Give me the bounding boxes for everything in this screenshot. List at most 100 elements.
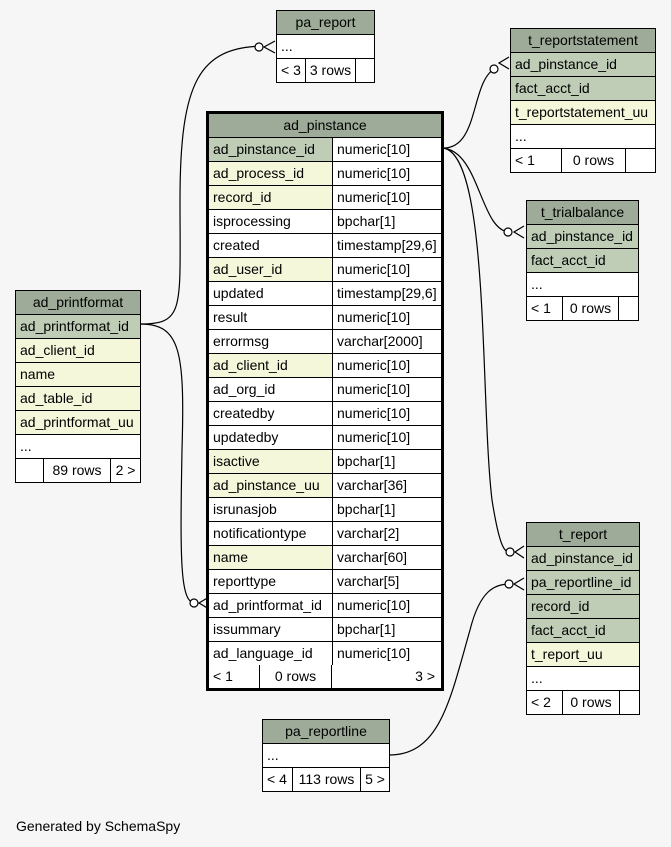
column-row[interactable]: ad_client_id bbox=[16, 339, 140, 363]
column-name: t_reportstatement_uu bbox=[515, 104, 649, 120]
crowfoot-circle bbox=[504, 579, 514, 589]
child-count[interactable] bbox=[618, 297, 638, 320]
column-name: ad_pinstance_id bbox=[515, 56, 617, 72]
parent-count[interactable]: < 2 bbox=[531, 694, 551, 710]
child-count[interactable]: 3 > bbox=[331, 665, 441, 688]
column-row[interactable]: fact_acct_id bbox=[527, 249, 638, 273]
table-title: ad_pinstance bbox=[209, 114, 441, 138]
column-row[interactable]: fact_acct_id bbox=[527, 619, 639, 643]
column-name: pa_reportline_id bbox=[531, 574, 632, 590]
column-row[interactable]: ... bbox=[527, 667, 639, 691]
child-count[interactable] bbox=[625, 149, 655, 172]
crowfoot-arrow bbox=[512, 577, 525, 591]
column-name: updatedby bbox=[209, 426, 332, 449]
column-name: ad_pinstance_id bbox=[531, 228, 633, 244]
column-name: errormsg bbox=[209, 330, 332, 353]
column-type: bpchar[1] bbox=[332, 498, 441, 521]
row-count: 0 rows bbox=[562, 691, 619, 714]
column-row[interactable]: name bbox=[16, 363, 140, 387]
table-title: t_trialbalance bbox=[527, 201, 638, 225]
column-type: numeric[10] bbox=[332, 306, 441, 329]
column-row[interactable]: ad_printformat_uu bbox=[16, 411, 140, 435]
edge-t_trialbalance-ad_pinstance bbox=[441, 147, 511, 233]
column-row[interactable]: ... bbox=[277, 35, 374, 59]
table-footer: 89 rows 2 > bbox=[16, 459, 140, 482]
table-footer: < 1 0 rows bbox=[511, 149, 655, 172]
column-row[interactable]: ad_table_id bbox=[16, 387, 140, 411]
child-count[interactable]: 2 > bbox=[110, 459, 140, 482]
parent-count[interactable]: < 3 bbox=[281, 62, 301, 78]
column-row[interactable]: record_id bbox=[527, 595, 639, 619]
column-name: isrunasjob bbox=[209, 498, 332, 521]
column-row[interactable]: ... bbox=[527, 273, 638, 297]
table-pa_report[interactable]: pa_report ... < 3 3 rows bbox=[276, 10, 375, 83]
column-row[interactable]: t_reportstatement_uu bbox=[511, 101, 655, 125]
column-row[interactable]: ad_printformat_id bbox=[16, 315, 140, 339]
parent-count[interactable]: < 1 bbox=[515, 152, 535, 168]
table-pa_reportline[interactable]: pa_reportline ... < 4 113 rows 5 > bbox=[262, 719, 390, 792]
row-count: 3 rows bbox=[305, 59, 355, 82]
column-name: record_id bbox=[531, 598, 590, 614]
parent-count[interactable]: < 4 bbox=[267, 771, 287, 787]
child-count[interactable]: 5 > bbox=[360, 768, 389, 791]
column-name: ... bbox=[20, 438, 32, 454]
column-row[interactable]: ad_pinstance_id bbox=[527, 547, 639, 571]
column-name: ad_printformat_id bbox=[20, 318, 129, 334]
column-row[interactable]: t_report_uu bbox=[527, 643, 639, 667]
column-name: isprocessing bbox=[209, 210, 332, 233]
child-count[interactable] bbox=[355, 59, 374, 82]
child-count[interactable] bbox=[619, 691, 639, 714]
column-name: ad_printformat_id bbox=[209, 594, 332, 617]
table-t_trialbalance[interactable]: t_trialbalance ad_pinstance_id fact_acct… bbox=[526, 200, 639, 321]
column-row[interactable]: pa_reportline_id bbox=[527, 571, 639, 595]
parent-count[interactable]: < 1 bbox=[213, 668, 233, 684]
parent-count[interactable]: < 1 bbox=[531, 300, 551, 316]
table-t_report[interactable]: t_report ad_pinstance_id pa_reportline_i… bbox=[526, 522, 640, 715]
column-name: name bbox=[209, 546, 332, 569]
column-name: name bbox=[20, 366, 56, 382]
column-name: created bbox=[209, 234, 332, 257]
parent-count[interactable] bbox=[16, 459, 43, 482]
column-type: varchar[5] bbox=[332, 570, 441, 593]
crowfoot-arrow bbox=[513, 545, 525, 559]
column-type: numeric[10] bbox=[332, 642, 441, 665]
table-ad_printformat[interactable]: ad_printformat ad_printformat_id ad_clie… bbox=[15, 290, 141, 483]
table-footer: < 4 113 rows 5 > bbox=[263, 768, 389, 791]
column-row[interactable]: ... bbox=[263, 744, 389, 768]
column-name: ... bbox=[281, 38, 293, 54]
table-footer: < 2 0 rows bbox=[527, 691, 639, 714]
column-row[interactable]: ad_pinstance_id bbox=[511, 53, 655, 77]
table-t_reportstatement[interactable]: t_reportstatement ad_pinstance_id fact_a… bbox=[510, 28, 656, 173]
table-footer: < 1 0 rows 3 > bbox=[209, 665, 441, 688]
column-row[interactable]: fact_acct_id bbox=[511, 77, 655, 101]
column-name: isactive bbox=[209, 450, 332, 473]
column-name: fact_acct_id bbox=[531, 622, 606, 638]
column-row[interactable]: ... bbox=[511, 125, 655, 149]
column-row[interactable]: ... bbox=[16, 435, 140, 459]
table-footer: < 1 0 rows bbox=[527, 297, 638, 320]
column-row[interactable]: ad_pinstance_id bbox=[527, 225, 638, 249]
